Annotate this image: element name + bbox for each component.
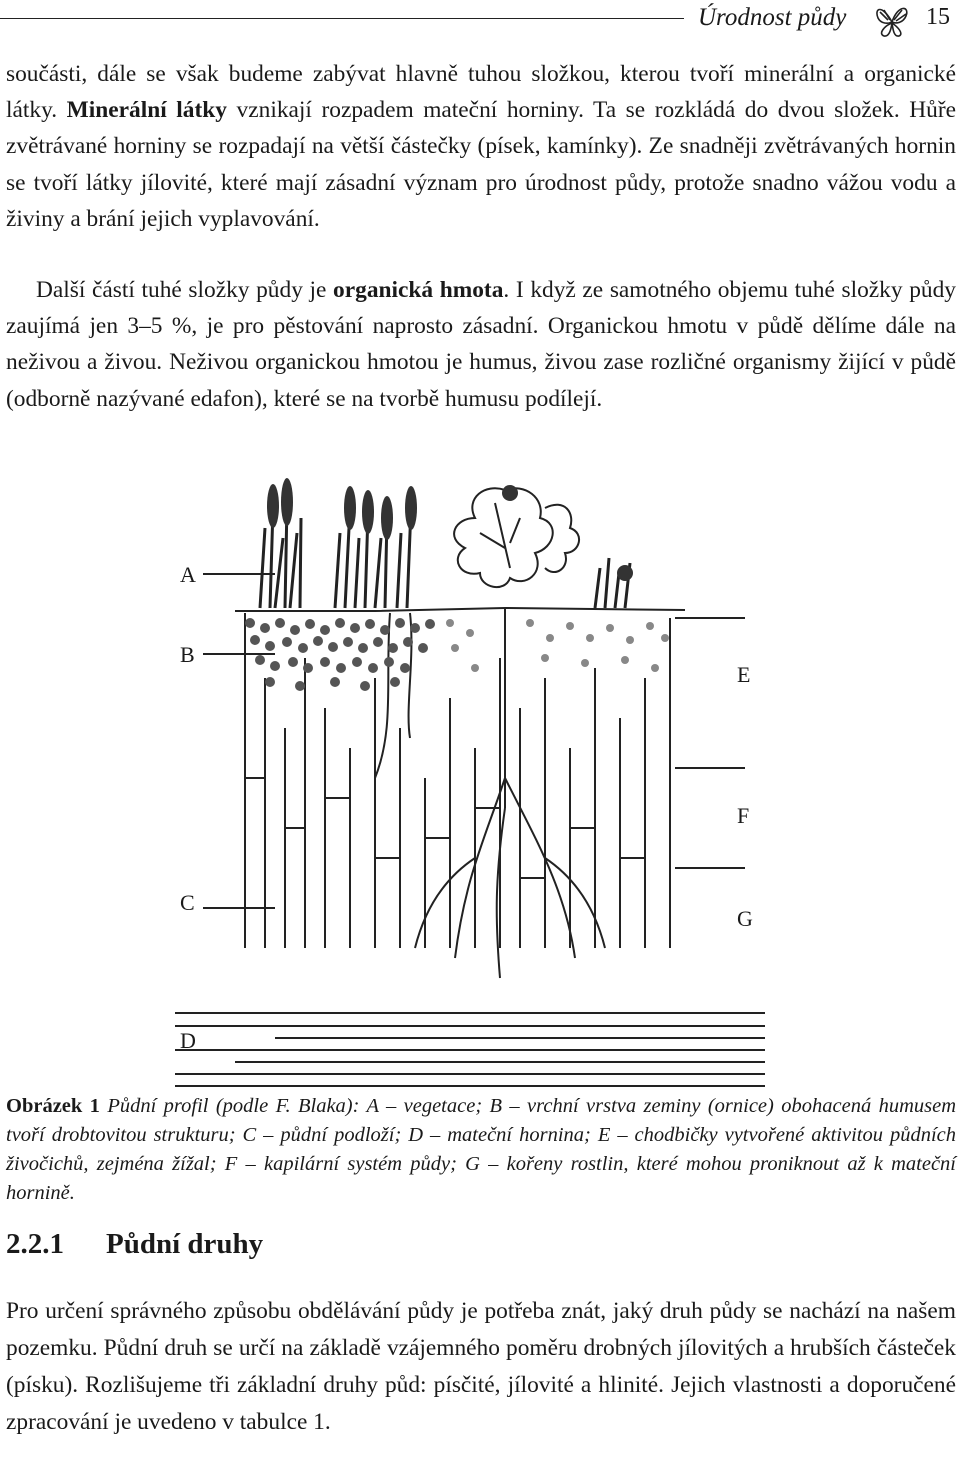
figure-label-a: A (180, 562, 196, 587)
figure-label-d: D (180, 1028, 196, 1053)
figure-label-g: G (737, 906, 753, 931)
term-mineral-matter: Minerální látky (66, 97, 227, 124)
page-header: Úrodnost půdy 15 (0, 0, 960, 50)
paragraph-2-text-a: Další částí tuhé složky půdy je (36, 277, 334, 303)
paragraph-2: Další částí tuhé složky půdy je organick… (6, 272, 956, 417)
paragraph-1: součásti, dále se však budeme zabývat hl… (6, 56, 956, 237)
section-heading: 2.2.1 Půdní druhy (6, 1228, 263, 1261)
page-number: 15 (926, 4, 950, 30)
figure-label-f: F (737, 803, 749, 828)
paragraph-2-text-b: . I když ze samotného objemu tuhé složky… (6, 277, 956, 412)
soil-profile-figure: A B C D E F G (175, 478, 765, 1087)
paragraph-1-text-a: součásti, dále se však budeme zabývat hl… (6, 61, 956, 124)
figure-label-e: E (737, 662, 750, 687)
figure-caption: Obrázek 1 Půdní profil (podle F. Blaka):… (6, 1092, 956, 1208)
section-title: Půdní druhy (106, 1228, 264, 1260)
figure-label-c: C (180, 890, 195, 915)
term-organic-matter: organická hmota (333, 277, 504, 303)
section-number: 2.2.1 (6, 1228, 64, 1260)
paragraph-1-text-b: vznikají rozpadem mateční horniny. Ta se… (6, 97, 956, 232)
header-rule (0, 18, 684, 19)
caption-label: Obrázek 1 (6, 1095, 100, 1117)
caption-text: Půdní profil (podle F. Blaka): A – veget… (6, 1095, 957, 1204)
butterfly-icon (876, 7, 908, 37)
figure-label-b: B (180, 642, 195, 667)
paragraph-3: Pro určení správného způsobu obdělávání … (6, 1298, 956, 1435)
running-title: Úrodnost půdy (698, 4, 847, 31)
